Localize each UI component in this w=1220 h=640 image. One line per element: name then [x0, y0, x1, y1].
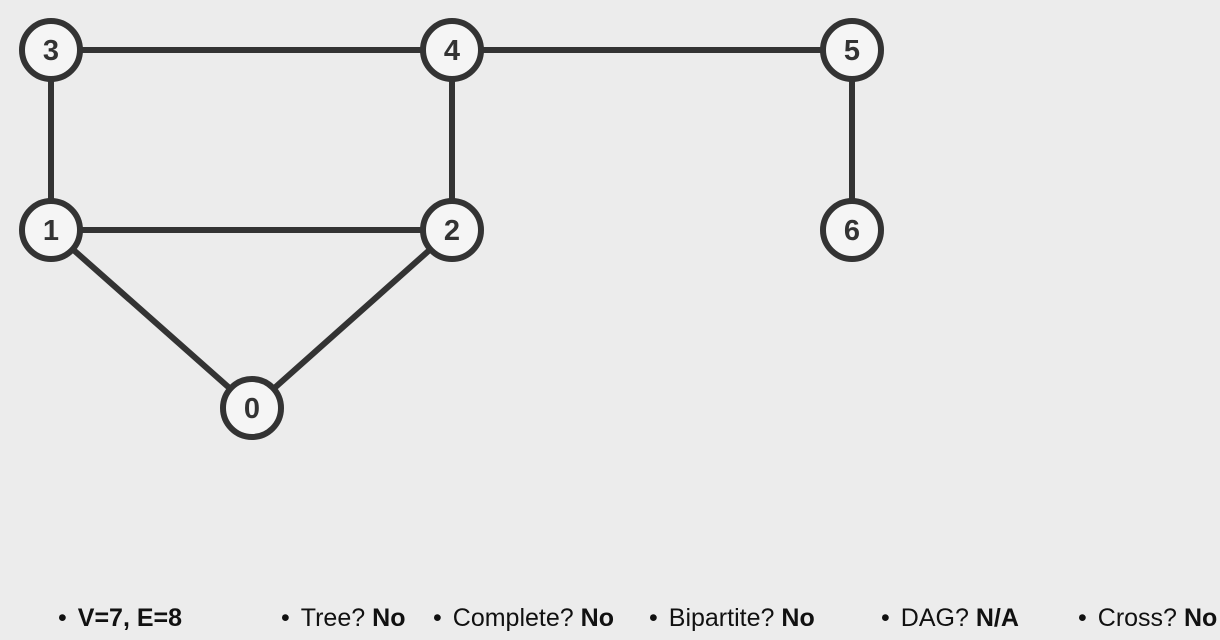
bullet-icon: • [649, 604, 658, 632]
cross-question: Cross? [1097, 604, 1177, 632]
node-6[interactable]: 6 [820, 198, 884, 262]
node-1[interactable]: 1 [19, 198, 83, 262]
status-item-vertex-edge-count: • V=7, E=8 [58, 603, 182, 633]
status-item-tree: • Tree? No [281, 603, 405, 633]
node-0[interactable]: 0 [220, 376, 284, 440]
node-label-0: 0 [244, 393, 260, 425]
node-label-2: 2 [444, 215, 460, 247]
node-label-5: 5 [844, 35, 860, 67]
node-4[interactable]: 4 [420, 18, 484, 82]
dag-question: DAG? [900, 604, 969, 632]
bullet-icon: • [58, 604, 67, 632]
complete-answer: No [580, 604, 614, 632]
node-circle-6[interactable] [820, 198, 884, 262]
tree-question: Tree? [300, 604, 366, 632]
node-3[interactable]: 3 [19, 18, 83, 82]
bullet-icon: • [281, 604, 290, 632]
node-circle-1[interactable] [19, 198, 83, 262]
edge-2-0 [250, 227, 454, 411]
node-circle-4[interactable] [420, 18, 484, 82]
complete-question: Complete? [452, 604, 574, 632]
vertex-edge-count-value: V=7, E=8 [77, 604, 183, 632]
cross-answer: No [1183, 604, 1218, 632]
node-label-6: 6 [844, 215, 860, 247]
status-bar: • V=7, E=8 • Tree? No • Complete? No • B… [0, 603, 1220, 635]
node-label-1: 1 [43, 215, 59, 247]
status-item-dag: • DAG? N/A [881, 603, 1019, 633]
bipartite-answer: No [781, 604, 815, 632]
bullet-icon: • [1078, 604, 1087, 632]
edge-1-0 [49, 227, 254, 411]
status-item-cross: • Cross? No [1078, 603, 1217, 633]
bipartite-question: Bipartite? [668, 604, 775, 632]
bullet-icon: • [881, 604, 890, 632]
node-circle-0[interactable] [220, 376, 284, 440]
status-item-bipartite: • Bipartite? No [649, 603, 815, 633]
node-circle-2[interactable] [420, 198, 484, 262]
dag-answer: N/A [975, 604, 1019, 632]
node-circle-5[interactable] [820, 18, 884, 82]
tree-answer: No [372, 604, 406, 632]
node-label-4: 4 [444, 35, 460, 67]
bullet-icon: • [433, 604, 442, 632]
node-label-3: 3 [43, 35, 59, 67]
status-item-complete: • Complete? No [433, 603, 614, 633]
node-circle-3[interactable] [19, 18, 83, 82]
node-5[interactable]: 5 [820, 18, 884, 82]
node-2[interactable]: 2 [420, 198, 484, 262]
